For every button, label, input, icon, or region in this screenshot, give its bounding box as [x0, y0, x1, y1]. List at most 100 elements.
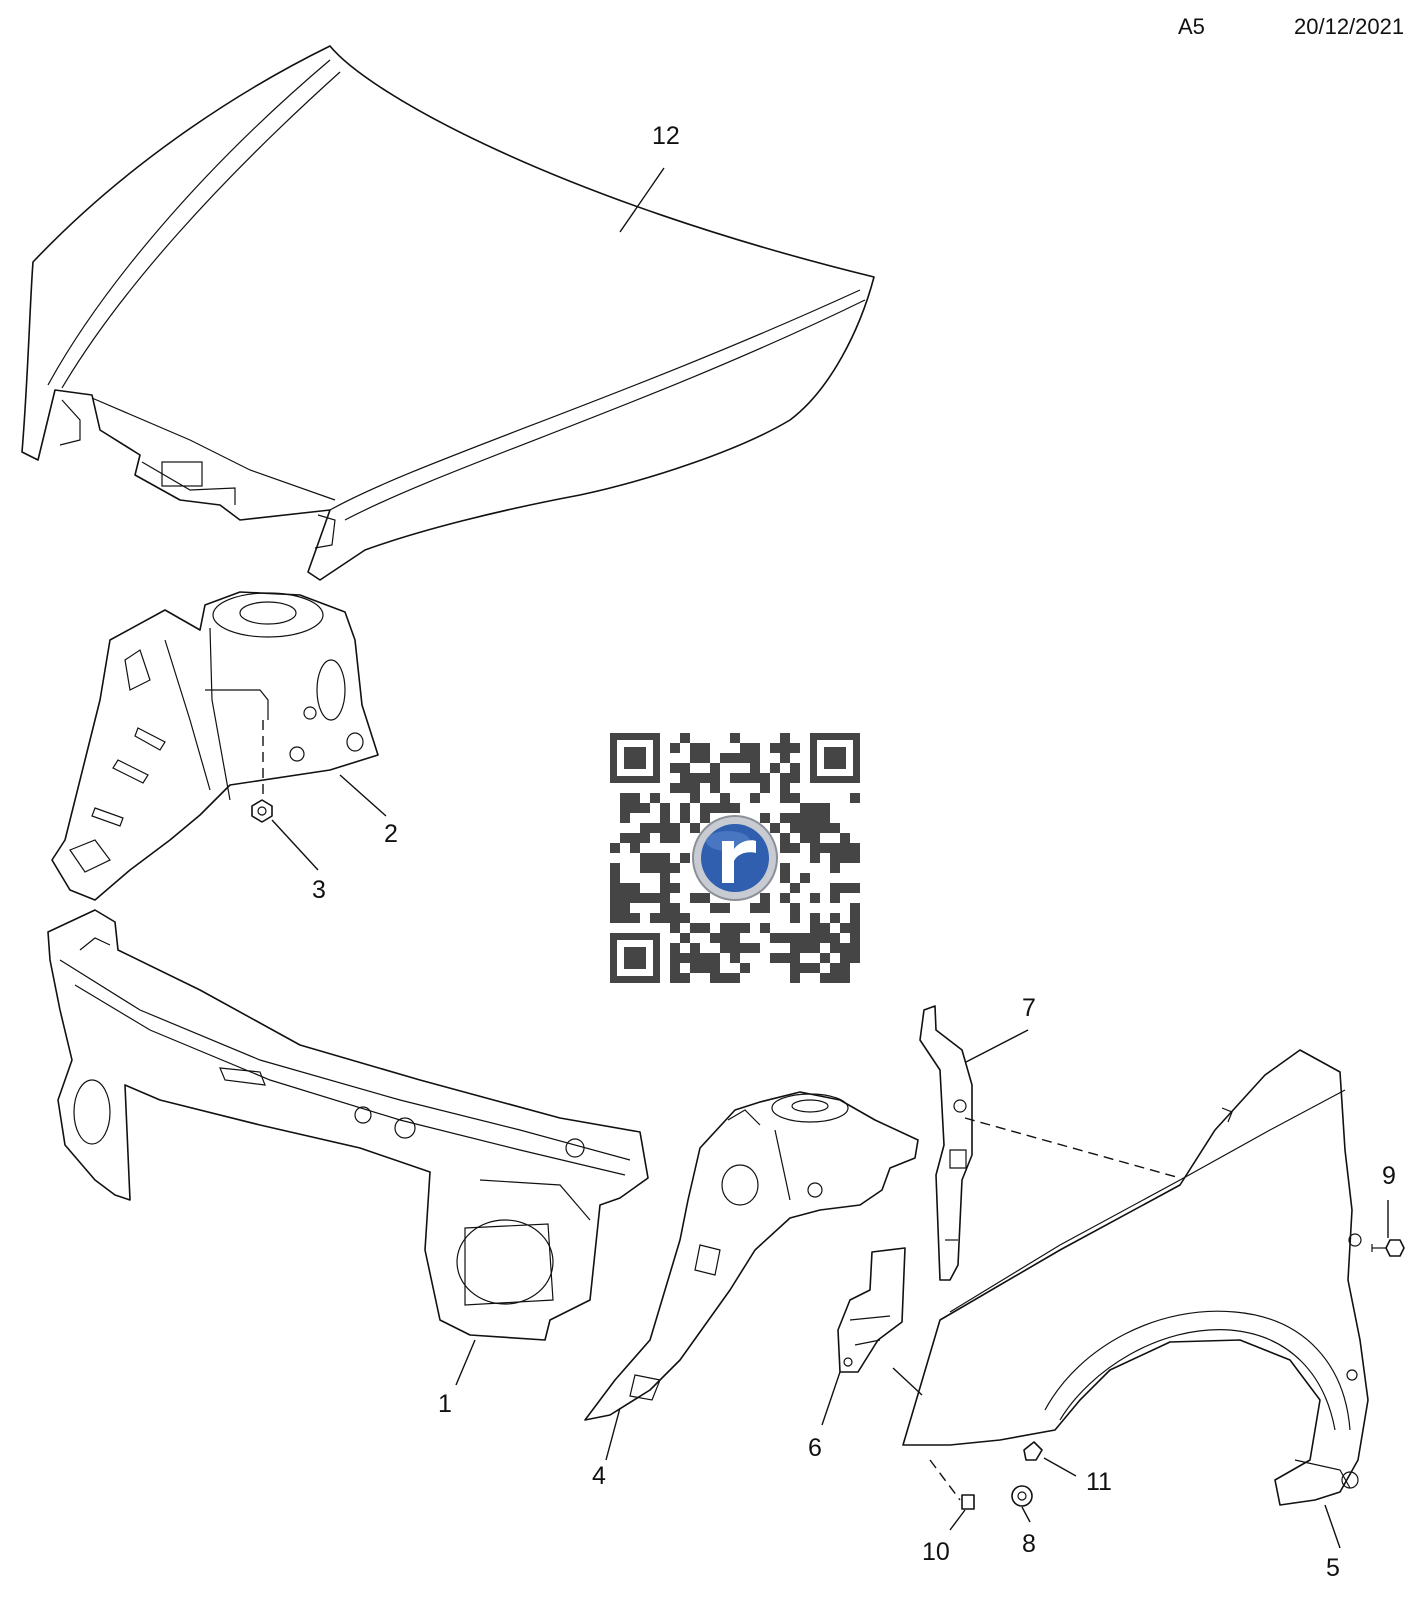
qr-module [610, 873, 620, 883]
qr-module [780, 933, 790, 943]
qr-module [850, 913, 860, 923]
qr-module [810, 833, 820, 843]
qr-module [790, 843, 800, 853]
qr-module [690, 783, 700, 793]
qr-module [810, 803, 820, 813]
qr-module [620, 893, 630, 903]
qr-module [760, 903, 770, 913]
qr-module [780, 953, 790, 963]
qr-module [680, 733, 690, 743]
callout-3: 3 [312, 876, 326, 904]
qr-module [700, 953, 710, 963]
qr-module [750, 943, 760, 953]
qr-module [710, 973, 720, 983]
qr-module [810, 933, 820, 943]
qr-module [790, 943, 800, 953]
qr-module [650, 853, 660, 863]
qr-module [750, 793, 760, 803]
qr-module [640, 803, 650, 813]
qr-module [720, 923, 730, 933]
qr-module [780, 833, 790, 843]
qr-module [780, 843, 790, 853]
qr-module [690, 793, 700, 803]
qr-module [800, 873, 810, 883]
qr-module [620, 903, 630, 913]
qr-module [740, 743, 750, 753]
qr-module [750, 763, 760, 773]
qr-module [680, 763, 690, 773]
qr-module [730, 803, 740, 813]
qr-module [830, 863, 840, 873]
qr-module [670, 833, 680, 843]
part-fender-seal [837, 1247, 906, 1373]
qr-module [670, 863, 680, 873]
qr-module [790, 823, 800, 833]
callout-6: 6 [808, 1434, 822, 1462]
qr-module [610, 903, 620, 913]
qr-module [630, 913, 640, 923]
qr-module [760, 783, 770, 793]
qr-module [680, 973, 690, 983]
qr-module [740, 963, 750, 973]
qr-module [790, 883, 800, 893]
qr-module [620, 913, 630, 923]
part-clip [1011, 1485, 1033, 1507]
qr-module [670, 883, 680, 893]
leader-lines [271, 167, 1389, 1549]
qr-module [660, 873, 670, 883]
qr-module [760, 893, 770, 903]
qr-module [730, 943, 740, 953]
qr-module [650, 823, 660, 833]
qr-module [710, 763, 720, 773]
qr-module [840, 923, 850, 933]
qr-module [690, 963, 700, 973]
qr-module [820, 973, 830, 983]
qr-module [670, 953, 680, 963]
part-hood [21, 45, 875, 581]
qr-module [670, 763, 680, 773]
qr-module [720, 903, 730, 913]
qr-module [800, 833, 810, 843]
qr-module [690, 943, 700, 953]
qr-module [660, 913, 670, 923]
qr-module [670, 923, 680, 933]
qr-module [630, 843, 640, 853]
qr-module [840, 843, 850, 853]
qr-module [630, 803, 640, 813]
qr-module [790, 813, 800, 823]
qr-module [790, 913, 800, 923]
qr-module [740, 943, 750, 953]
qr-module [730, 733, 740, 743]
qr-module [720, 803, 730, 813]
qr-module [810, 963, 820, 973]
qr-module [730, 933, 740, 943]
qr-module [760, 813, 770, 823]
qr-module [850, 903, 860, 913]
qr-module [820, 953, 830, 963]
qr-module [850, 943, 860, 953]
qr-module [790, 773, 800, 783]
qr-module [660, 893, 670, 903]
qr-module [610, 893, 620, 903]
qr-module [840, 833, 850, 843]
qr-module [820, 813, 830, 823]
qr-module [610, 883, 620, 893]
qr-module [800, 823, 810, 833]
qr-module [620, 833, 630, 843]
qr-module [670, 903, 680, 913]
qr-module [750, 753, 760, 763]
qr-module [820, 843, 830, 853]
qr-module [680, 933, 690, 943]
qr-module [720, 753, 730, 763]
callout-numbers: 12 2 3 1 4 7 9 6 11 8 10 5 [312, 122, 1396, 1582]
qr-module [660, 823, 670, 833]
qr-module [800, 933, 810, 943]
qr-module [620, 813, 630, 823]
qr-module [760, 773, 770, 783]
callout-12: 12 [652, 122, 680, 150]
qr-module [710, 903, 720, 913]
qr-module [800, 963, 810, 973]
qr-module [850, 923, 860, 933]
qr-module [680, 913, 690, 923]
qr-module [770, 763, 780, 773]
